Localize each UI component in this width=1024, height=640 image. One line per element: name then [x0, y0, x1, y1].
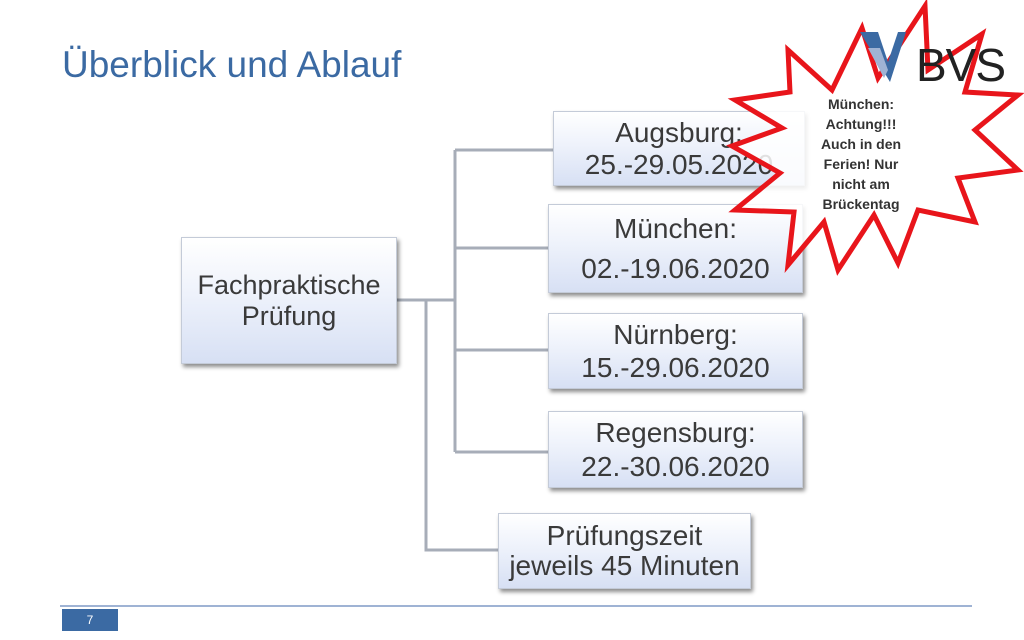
root-label-line1: Fachpraktische [197, 270, 381, 301]
duration-line2: jeweils 45 Minuten [509, 550, 740, 581]
location-dates: 22.-30.06.2020 [581, 450, 770, 482]
location-box-regensburg: Regensburg: 22.-30.06.2020 [548, 411, 803, 488]
pruefungszeit-box: Prüfungszeit jeweils 45 Minuten [498, 513, 751, 589]
location-city: Augsburg: [615, 116, 743, 148]
callout-line: Auch in den [820, 136, 902, 152]
location-city: Nürnberg: [613, 318, 738, 350]
location-dates: 15.-29.06.2020 [581, 351, 770, 383]
callout-line: München: [827, 96, 895, 112]
location-box-muenchen: München: 02.-19.06.2020 [548, 204, 803, 293]
page-number: 7 [62, 609, 118, 631]
callout-line: Achtung!!! [825, 116, 897, 132]
slide-title: Überblick und Ablauf [62, 44, 402, 85]
location-city: Regensburg: [595, 417, 756, 449]
location-city: München: [614, 213, 737, 245]
callout-line: nicht am [832, 176, 890, 192]
callout-line: Brückentag [822, 196, 900, 212]
location-dates: 02.-19.06.2020 [581, 252, 770, 284]
bvs-logo-text: BVS [916, 39, 1006, 91]
callout-line: Ferien! Nur [823, 156, 899, 172]
warning-callout-text: München: Achtung!!! Auch in den Ferien! … [800, 94, 922, 214]
fachpraktische-pruefung-box: Fachpraktische Prüfung [181, 237, 397, 364]
location-box-nuernberg: Nürnberg: 15.-29.06.2020 [548, 313, 803, 389]
root-label-line2: Prüfung [241, 300, 337, 331]
footer-divider [60, 605, 972, 607]
duration-line1: Prüfungszeit [546, 519, 703, 551]
